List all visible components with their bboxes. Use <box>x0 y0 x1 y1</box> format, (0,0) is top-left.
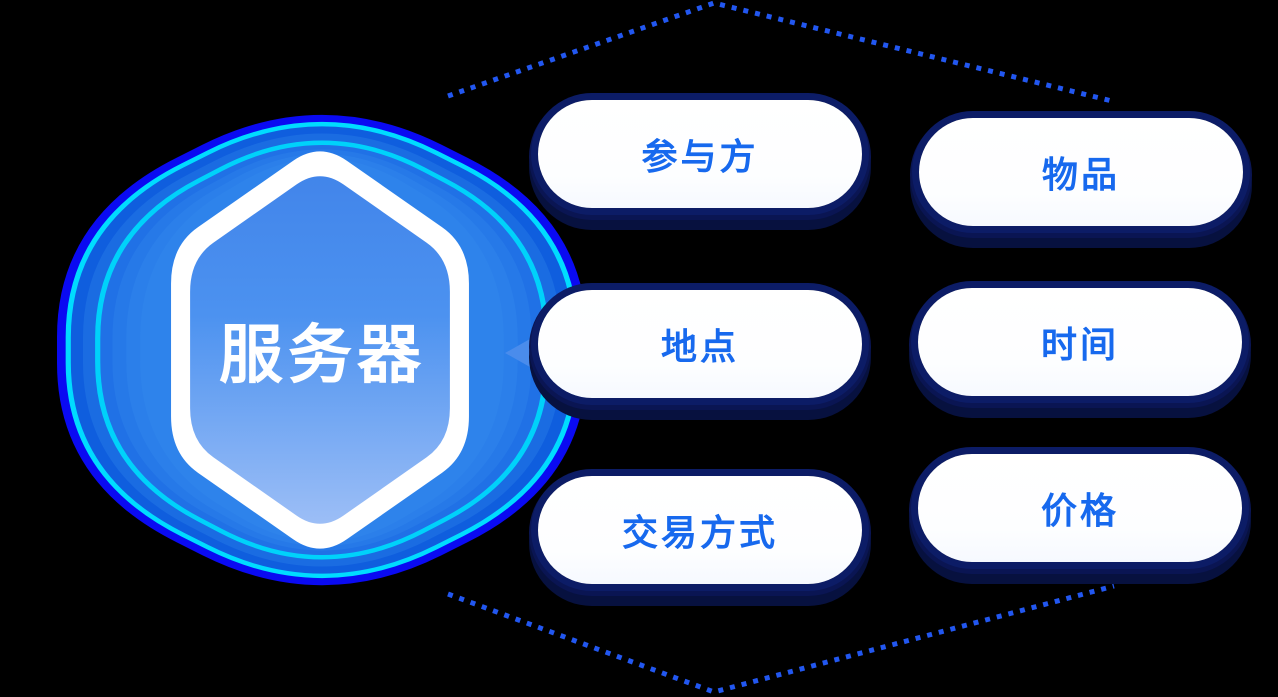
node-transaction-method: 交易方式 <box>538 476 862 584</box>
node-label: 参与方 <box>641 136 759 177</box>
node-label: 地点 <box>660 326 739 367</box>
node-label: 价格 <box>1040 490 1119 531</box>
dotted-connector-bottom <box>447 583 1115 695</box>
left-arrow-icon <box>505 339 530 367</box>
hexagon-label: 服务器 <box>219 319 426 391</box>
node-items: 物品 <box>919 118 1243 226</box>
node-label: 交易方式 <box>621 512 778 553</box>
dotted-connector-top <box>447 0 1117 105</box>
node-participants: 参与方 <box>538 100 862 208</box>
node-time: 时间 <box>918 288 1242 396</box>
node-label: 时间 <box>1040 324 1119 365</box>
node-price: 价格 <box>918 454 1242 562</box>
node-label: 物品 <box>1041 154 1120 195</box>
node-location: 地点 <box>538 290 862 398</box>
